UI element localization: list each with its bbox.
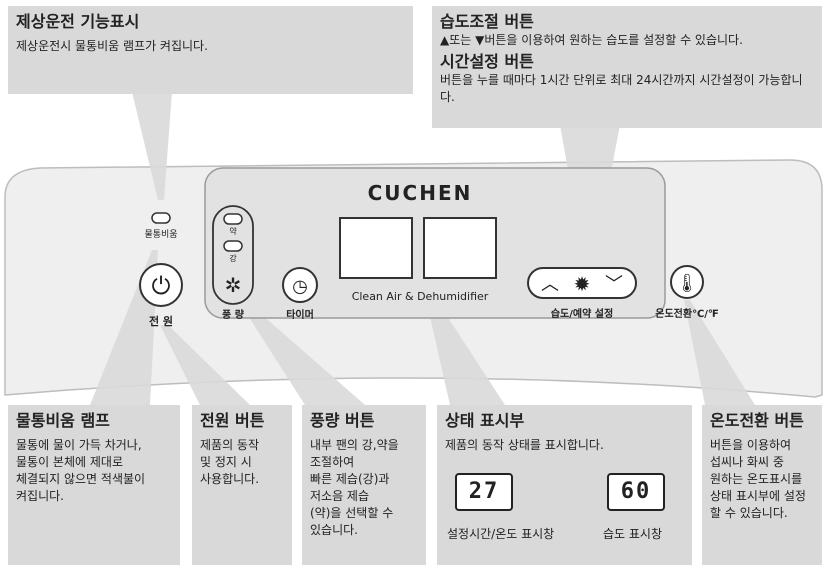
callout-antifreeze-desc: 제상운전시 물통비움 램프가 켜집니다. (16, 39, 208, 53)
humidity-display-example: 60 (607, 473, 665, 511)
humidity-button-group (527, 267, 637, 299)
timer-label: 타이머 (286, 308, 314, 321)
timer-button (282, 267, 318, 303)
empty-lamp-label: 물통비움 (144, 229, 177, 240)
callout-display-desc: 제품의 동작 상태를 표시합니다. (445, 438, 604, 452)
callout-display-title: 상태 표시부 (445, 411, 525, 430)
fan-weak-lamp (223, 213, 243, 225)
empty-lamp-indicator (151, 212, 171, 224)
power-button (139, 263, 183, 307)
callout-display: 상태 표시부 제품의 동작 상태를 표시합니다. 27 60 설정시간/온도 표… (437, 405, 692, 565)
temp-unit-label: 온도전환℃/℉ (655, 307, 719, 320)
fan-weak-label: 약 (229, 226, 237, 236)
humidity-sun-icon: ✹ (574, 272, 591, 296)
product-text: Clean Air & Dehumidifier (352, 290, 489, 303)
callout-temp-unit-title: 온도전환 버튼 (710, 411, 804, 430)
time-display-example: 27 (455, 473, 513, 511)
fan-strong-label: 강 (229, 253, 237, 263)
callout-temp-unit: 온도전환 버튼 버튼을 이용하여 섭씨나 화씨 중 원하는 온도표시를 상태 표… (702, 405, 822, 565)
callout-fan-title: 풍량 버튼 (310, 411, 375, 430)
temp-unit-button (670, 265, 704, 299)
callout-power: 전원 버튼 제품의 동작 및 정지 시 사용합니다. (192, 405, 292, 565)
callout-timer-desc: 버튼을 누를 때마다 1시간 단위로 최대 24시간까지 시간설정이 가능합니다… (440, 73, 803, 104)
display-right (423, 217, 497, 279)
pointer-temp (684, 300, 755, 405)
callout-timer-title: 시간설정 버튼 (440, 52, 534, 71)
pointer-fan (238, 300, 365, 405)
timer-icon: ◷ (292, 276, 308, 297)
callout-empty-lamp-title: 물통비움 램프 (16, 411, 110, 430)
callout-power-desc: 제품의 동작 및 정지 시 사용합니다. (200, 438, 260, 486)
callout-empty-lamp-desc: 물통에 물이 가득 차거나, 물통이 본체에 제대로 체결되지 않으면 적색불이… (16, 438, 146, 503)
callout-power-title: 전원 버튼 (200, 411, 265, 430)
fan-strong-lamp (223, 240, 243, 252)
humidity-display-caption: 습도 표시창 (603, 527, 663, 541)
callout-temp-unit-desc: 버튼을 이용하여 섭씨나 화씨 중 원하는 온도표시를 상태 표시부에 설정 할… (710, 438, 806, 520)
display-left (339, 217, 413, 279)
power-icon: ⏻ (152, 272, 171, 300)
callout-humidity-desc: ▲또는 ▼버튼을 이용하여 원하는 습도를 설정할 수 있습니다. (440, 33, 743, 47)
callout-fan-desc: 내부 팬의 강,약을 조절하여 빠른 제습(강)과 저소음 제습 (약)을 선택… (310, 438, 399, 537)
fan-icon: ✲ (225, 273, 242, 297)
humidity-down-icon: ﹀ (605, 274, 623, 295)
humidity-label: 습도/예약 설정 (551, 307, 613, 320)
thermometer-icon: 🌡 (676, 273, 699, 294)
callout-fan: 풍량 버튼 내부 팬의 강,약을 조절하여 빠른 제습(강)과 저소음 제습 (… (302, 405, 426, 565)
callout-empty-lamp: 물통비움 램프 물통에 물이 가득 차거나, 물통이 본체에 제대로 체결되지 … (8, 405, 180, 565)
pointer-antifreeze (132, 92, 172, 200)
fan-label: 풍 량 (222, 309, 245, 321)
brand-logo: CUCHEN (368, 181, 473, 205)
callout-humidity-timer: 습도조절 버튼 ▲또는 ▼버튼을 이용하여 원하는 습도를 설정할 수 있습니다… (432, 6, 822, 128)
fan-strip (212, 205, 254, 305)
power-label: 전 원 (149, 314, 173, 328)
pointer-power (160, 325, 250, 405)
callout-antifreeze: 제상운전 기능표시 제상운전시 물통비움 램프가 켜집니다. (8, 6, 413, 94)
callout-humidity-title: 습도조절 버튼 (440, 12, 534, 31)
humidity-up-icon: ︿ (541, 274, 559, 295)
time-display-caption: 설정시간/온도 표시창 (447, 527, 555, 541)
callout-antifreeze-title: 제상운전 기능표시 (16, 12, 140, 31)
